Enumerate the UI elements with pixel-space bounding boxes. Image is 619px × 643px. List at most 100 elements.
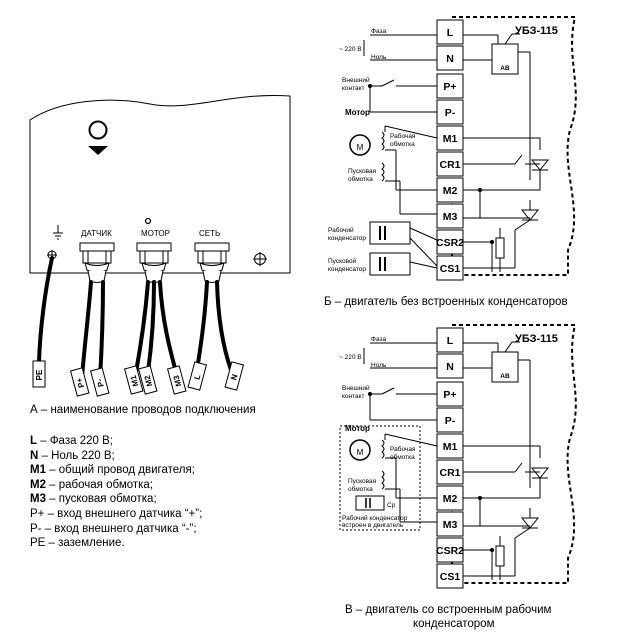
terminal-p+ (436, 381, 464, 407)
work-winding-label: обмотка (390, 140, 415, 148)
panel-a-wires (37, 256, 233, 380)
breaker-ab (491, 351, 519, 383)
legend-code: M1 (30, 464, 46, 477)
legend-item: Р- – вход внешнего датчика “-”; (30, 522, 202, 537)
device-title: УБЗ-115 (515, 25, 558, 37)
builtin-cap-label: встроен в двигатель (342, 522, 404, 529)
terminal-cr1 (436, 459, 464, 485)
wire-tag: M3 (166, 365, 187, 395)
wire-l (195, 280, 209, 372)
legend-item: Р+ – вход внешнего датчика “+”; (30, 507, 202, 522)
motor-label: Мотор (345, 108, 370, 117)
cable-gland-motor (136, 242, 172, 283)
cap-label: Ср (387, 502, 396, 509)
terminal-cs1 (436, 255, 464, 281)
terminal-label: CS1 (440, 263, 461, 275)
terminal-l (436, 19, 464, 45)
wire-p-plus (80, 280, 93, 380)
led-indicator-icon (88, 120, 108, 140)
motor-symbol: M (357, 448, 364, 457)
terminal-label: M3 (443, 519, 458, 531)
panel-b-caption: Б – двигатель без встроенных конденсатор… (324, 296, 568, 308)
terminal-label: M1 (443, 133, 458, 145)
terminal-p+ (436, 73, 464, 99)
wire-tag-text: PE (35, 369, 44, 380)
motor-housing (339, 425, 421, 531)
device-outline (450, 324, 577, 584)
wire-tag: L (187, 361, 208, 391)
device-title: УБЗ-115 (515, 333, 558, 345)
terminal-n (436, 45, 464, 71)
terminal-label: CSR2 (436, 237, 464, 249)
wire-legend: L – Фаза 220 В;N – Ноль 220 В;M1 – общий… (30, 434, 202, 551)
start-winding-label: Пусковая (348, 168, 377, 175)
legend-text: Р- – вход внешнего датчика “-”; (30, 522, 197, 535)
terminal-m2 (436, 177, 464, 203)
ground-icon (53, 225, 63, 240)
start-capacitor (369, 252, 411, 276)
port-label-motor: МОТОР (141, 229, 170, 238)
wire-m3 (158, 280, 178, 374)
wire-tag: PE (32, 360, 46, 388)
legend-item: M3 – пусковая обмотка; (30, 492, 202, 507)
terminal-label: N (446, 361, 454, 373)
arrow-down-icon (88, 146, 108, 155)
panel-a-caption: А – наименование проводов подключения (30, 404, 256, 416)
terminal-p- (436, 407, 464, 433)
legend-item: N – Ноль 220 В; (30, 449, 202, 464)
start-winding-label: обмотка (348, 485, 373, 493)
panel-a-enclosure (29, 94, 291, 274)
work-winding-icon (381, 439, 385, 459)
neutral-label: Ноль (371, 54, 387, 61)
terminal-m3 (436, 203, 464, 229)
work-winding-label: обмотка (390, 453, 415, 461)
terminal-label: P+ (443, 389, 456, 401)
terminal-p- (436, 99, 464, 125)
start-winding-label: обмотка (348, 175, 373, 183)
resistor-icon (495, 545, 505, 567)
motor-icon (349, 439, 371, 461)
terminal-label: CS1 (440, 571, 461, 583)
legend-text: – рабочая обмотка; (45, 478, 154, 491)
ext-contact-label: Внешний (342, 384, 370, 392)
legend-text: Р+ – вход внешнего датчика “+”; (30, 507, 203, 520)
terminal-label: M2 (443, 185, 458, 197)
legend-code: M2 (30, 478, 46, 491)
wire-n (215, 280, 233, 372)
wire-tag-text: N (229, 373, 239, 381)
legend-item: PE – заземление. (30, 536, 202, 551)
legend-code: N (30, 449, 39, 462)
voltage-label: ~ 220 В (339, 46, 362, 53)
legend-text: PE – заземление. (30, 537, 125, 550)
ext-contact-label: контакт (342, 85, 365, 92)
legend-text: – пусковая обмотка; (45, 493, 157, 506)
terminal-label: L (447, 335, 454, 347)
legend-text: – Ноль 220 В; (38, 449, 115, 462)
work-cap-label: конденсатор (328, 235, 366, 242)
motor-symbol: M (357, 143, 364, 152)
panel-c-caption-line2: конденсатором (413, 618, 495, 630)
terminal-label: M2 (443, 493, 458, 505)
terminal-label: M3 (443, 211, 458, 223)
wire-p-minus (98, 280, 105, 380)
wire-tag: P+ (69, 367, 90, 397)
resistor-icon (495, 237, 505, 259)
ext-contact-label: контакт (342, 393, 365, 400)
wire-m2 (146, 280, 156, 374)
legend-text: – Фаза 220 В; (37, 435, 113, 447)
wire-pe (37, 256, 54, 364)
work-capacitor (369, 221, 411, 245)
terminal-label: P- (445, 415, 456, 427)
motor-label: Мотор (345, 424, 370, 433)
breaker-label: AB (500, 373, 510, 380)
terminal-label: P- (445, 107, 456, 119)
terminal-label: P+ (443, 81, 456, 93)
terminal-label: L (447, 27, 454, 39)
breaker-label: AB (500, 65, 510, 72)
start-cap-label: конденсатор (328, 266, 366, 273)
motor-indicator-dot (144, 217, 152, 225)
work-winding-label: Рабочая (390, 132, 416, 140)
